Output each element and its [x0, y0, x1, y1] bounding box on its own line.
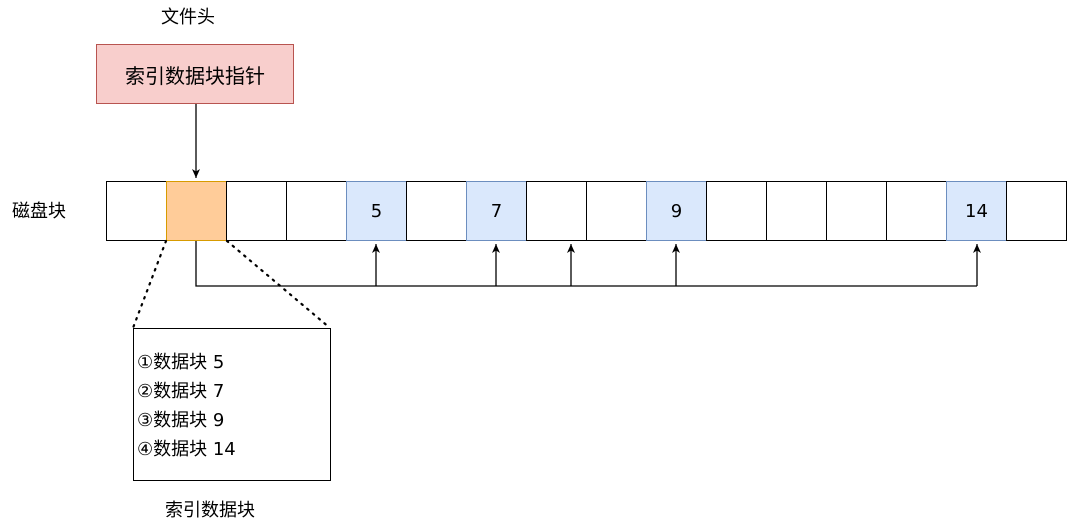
- disk-block: [706, 181, 767, 241]
- disk-block-number: 9: [670, 200, 683, 222]
- index-entry: ③数据块 9: [137, 410, 225, 431]
- data-disk-block: 7: [466, 181, 527, 241]
- index-pointer-label: 索引数据块指针: [125, 63, 265, 88]
- disk-block: [1006, 181, 1067, 241]
- disk-block-number: 7: [490, 200, 503, 222]
- index-block-caption: 索引数据块: [165, 500, 255, 521]
- index-entry: ②数据块 7: [137, 381, 225, 402]
- disk-block-number: 14: [965, 200, 988, 222]
- disk-block: [886, 181, 947, 241]
- zoom-guide-left: [131, 239, 168, 330]
- data-disk-block: 14: [946, 181, 1007, 241]
- index-entry: ①数据块 5: [137, 352, 225, 373]
- disk-block: [826, 181, 887, 241]
- data-disk-block: 9: [646, 181, 707, 241]
- zoom-guide-right: [225, 239, 332, 330]
- index-disk-block: [166, 181, 227, 241]
- disk-block: [526, 181, 587, 241]
- file-header-label: 文件头: [161, 7, 215, 28]
- index-pointer-box: 索引数据块指针: [96, 44, 294, 104]
- data-disk-block: 5: [346, 181, 407, 241]
- disk-blocks-label: 磁盘块: [12, 201, 66, 222]
- index-block-box: ①数据块 5 ②数据块 7 ③数据块 9 ④数据块 14: [133, 328, 331, 481]
- bus-line: [195, 241, 977, 287]
- disk-block: [406, 181, 467, 241]
- index-entry: ④数据块 14: [137, 439, 236, 460]
- disk-block: [106, 181, 167, 241]
- disk-block: [286, 181, 347, 241]
- disk-block-number: 5: [370, 200, 383, 222]
- disk-block: [766, 181, 827, 241]
